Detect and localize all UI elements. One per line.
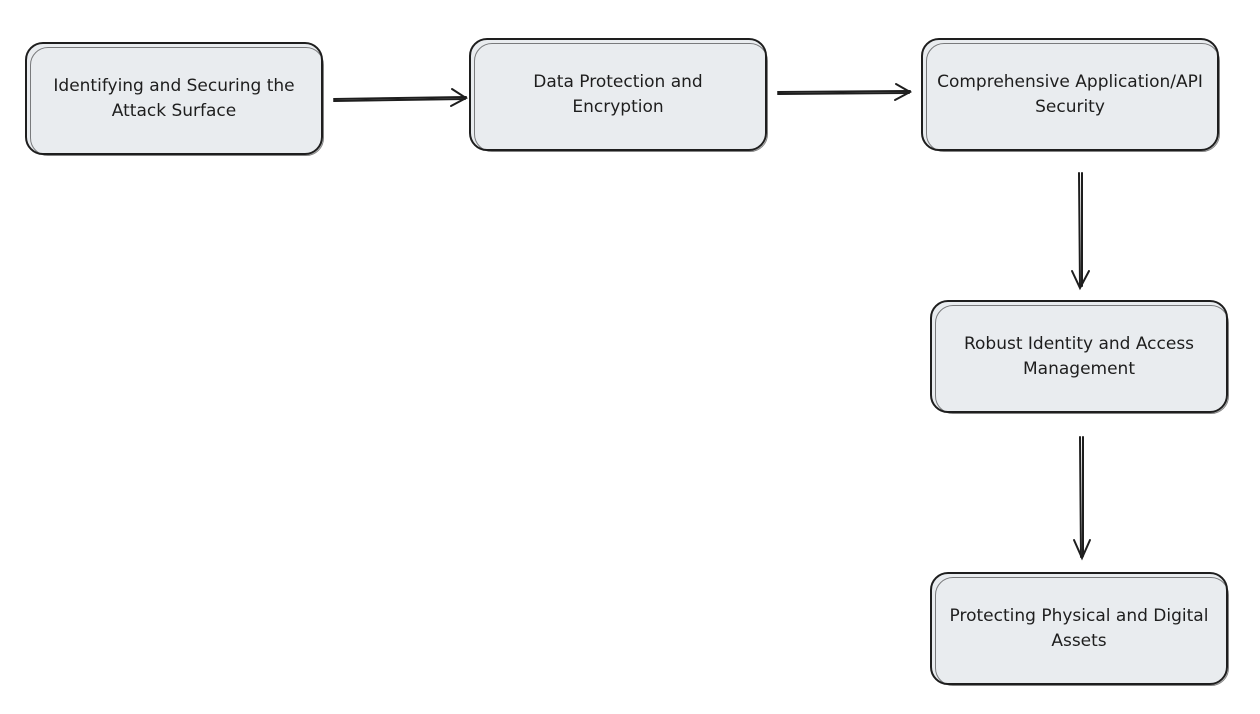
node-label: Robust Identity and Access Management: [963, 333, 1195, 379]
node-label: Data Protection and Encryption: [533, 71, 703, 117]
node-label: Protecting Physical and Digital Assets: [949, 605, 1209, 651]
node-label: Identifying and Securing the Attack Surf…: [53, 75, 295, 121]
arrow-n2-n3: [777, 83, 913, 101]
node-application-api-security[interactable]: Comprehensive Application/API Security: [921, 38, 1220, 152]
node-identity-access-management[interactable]: Robust Identity and Access Management: [930, 300, 1229, 414]
node-data-protection[interactable]: Data Protection and Encryption: [469, 38, 768, 152]
node-physical-digital-assets[interactable]: Protecting Physical and Digital Assets: [930, 572, 1229, 686]
node-label: Comprehensive Application/API Security: [937, 71, 1203, 117]
arrow-n3-n4: [1071, 172, 1090, 291]
arrow-n4-n5: [1073, 436, 1091, 561]
node-attack-surface[interactable]: Identifying and Securing the Attack Surf…: [25, 42, 324, 156]
arrow-n1-n2: [333, 88, 468, 107]
